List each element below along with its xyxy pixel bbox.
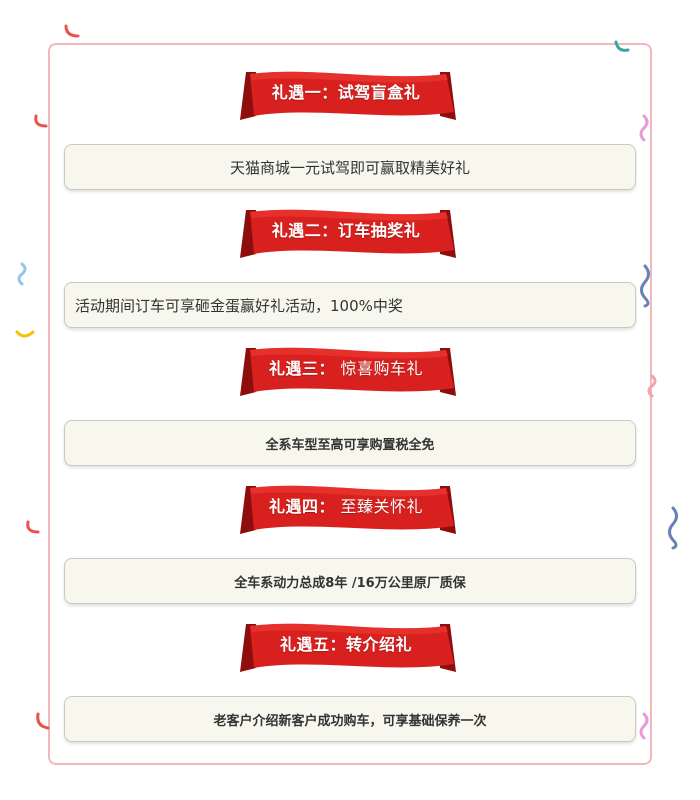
ribbon-main-text: 礼遇三： (268, 359, 335, 378)
ribbon-offer-5: 礼遇五：转介绍礼 (232, 614, 464, 678)
ribbon-offer-4: 礼遇四： 至臻关怀礼 (232, 476, 464, 540)
confetti-decoration (26, 520, 40, 534)
ribbon-title: 礼遇三： 惊喜购车礼 (252, 352, 440, 386)
ribbon-banner-shape (240, 71, 456, 120)
ribbon-title: 礼遇五：转介绍礼 (252, 628, 440, 662)
ribbon-main-text: 礼遇二：订车抽奖礼 (271, 221, 421, 240)
ribbon-main-text: 礼遇四： (268, 497, 335, 516)
offer-description: 全系车型至高可享购置税全免 (265, 437, 435, 453)
confetti-decoration (34, 114, 48, 128)
confetti-decoration (614, 40, 630, 52)
confetti-decoration (647, 374, 657, 398)
offer-5-description-box: 老客户介绍新客户成功购车，可享基础保养一次 (64, 696, 636, 742)
ribbon-banner-shape (240, 209, 456, 258)
ribbon-sub-text: 惊喜购车礼 (334, 359, 424, 378)
ribbon-sub-text: 至臻关怀礼 (334, 497, 424, 516)
offer-1-description-box: 天猫商城一元试驾即可赢取精美好礼 (64, 144, 636, 190)
offer-3-description-box: 全系车型至高可享购置税全免 (64, 420, 636, 466)
confetti-decoration (668, 506, 678, 550)
offer-2-description-box: 活动期间订车可享砸金蛋赢好礼活动，100%中奖 (64, 282, 636, 328)
ribbon-banner-shape (240, 347, 456, 396)
ribbon-title: 礼遇二：订车抽奖礼 (252, 214, 440, 248)
confetti-decoration (639, 712, 649, 740)
offer-description: 活动期间订车可享砸金蛋赢好礼活动，100%中奖 (75, 296, 403, 315)
ribbon-offer-1: 礼遇一：试驾盲盒礼 (232, 62, 464, 126)
ribbon-banner-shape (240, 485, 456, 534)
ribbon-offer-2: 礼遇二：订车抽奖礼 (232, 200, 464, 264)
ribbon-title: 礼遇一：试驾盲盒礼 (252, 76, 440, 110)
confetti-decoration (36, 712, 50, 730)
confetti-decoration (64, 24, 80, 38)
ribbon-main-text: 礼遇五：转介绍礼 (279, 635, 412, 654)
ribbon-banner-shape (240, 623, 456, 672)
offer-description: 天猫商城一元试驾即可赢取精美好礼 (229, 158, 470, 177)
confetti-decoration (15, 330, 35, 338)
offer-description: 老客户介绍新客户成功购车，可享基础保养一次 (213, 713, 487, 729)
confetti-decoration (640, 264, 650, 308)
offer-4-description-box: 全车系动力总成8年 /16万公里原厂质保 (64, 558, 636, 604)
offer-description: 全车系动力总成8年 /16万公里原厂质保 (234, 575, 466, 591)
ribbon-main-text: 礼遇一：试驾盲盒礼 (271, 83, 421, 102)
confetti-decoration (639, 114, 649, 142)
confetti-decoration (17, 262, 27, 286)
ribbon-offer-3: 礼遇三： 惊喜购车礼 (232, 338, 464, 402)
ribbon-title: 礼遇四： 至臻关怀礼 (252, 490, 440, 524)
